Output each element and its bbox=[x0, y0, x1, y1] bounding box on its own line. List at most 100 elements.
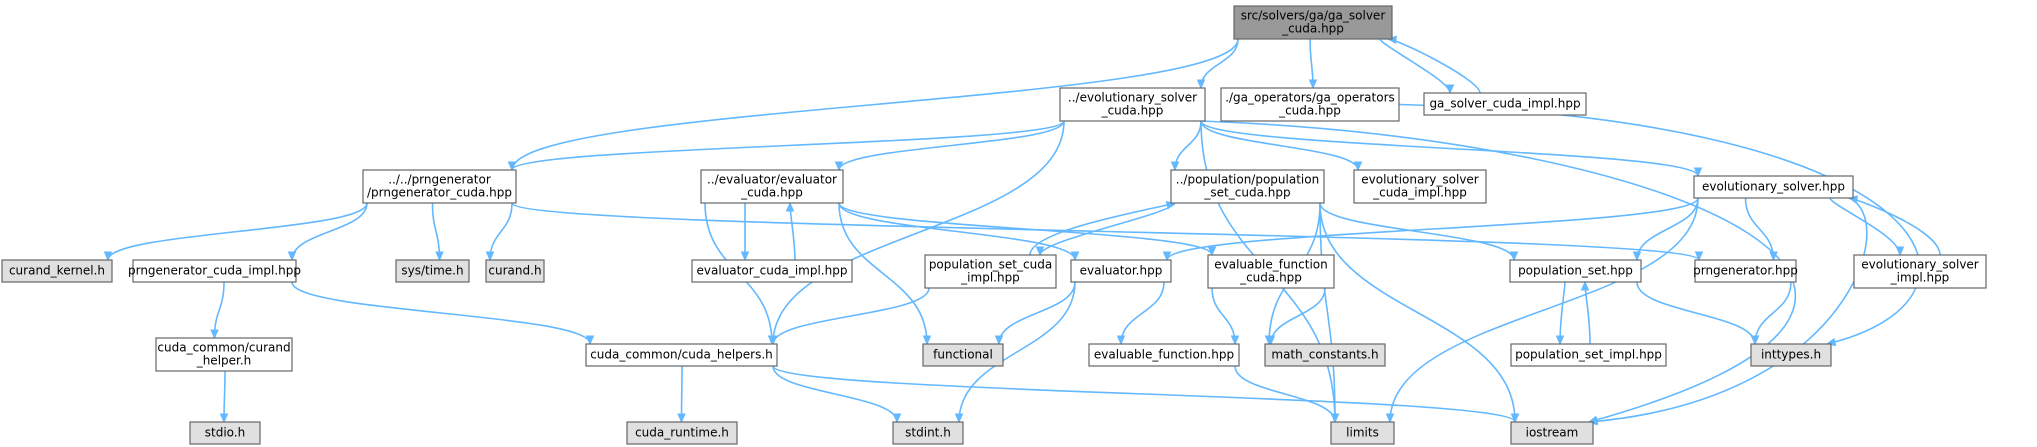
node-evaluator[interactable]: evaluator.hpp bbox=[1070, 259, 1172, 283]
node-label: limits bbox=[1346, 426, 1379, 440]
edge-line bbox=[511, 38, 1239, 171]
node-label: cuda_common/cuda_helpers.h bbox=[590, 348, 773, 362]
arrowhead-icon bbox=[1750, 335, 1760, 346]
edge-evo_cuda-to-cuda_helpers bbox=[768, 120, 1065, 346]
edge-prng_cuda-to-curand_kernel bbox=[103, 202, 368, 262]
node-prng_cuda_impl[interactable]: prngenerator_cuda_impl.hpp bbox=[128, 259, 301, 283]
arrowhead-icon bbox=[435, 251, 444, 262]
arrowhead-icon bbox=[219, 413, 229, 424]
node-curand: curand.h bbox=[485, 259, 545, 283]
edge-line bbox=[1319, 202, 1516, 423]
node-box bbox=[1059, 87, 1206, 122]
edge-prng_cuda-to-prng bbox=[511, 202, 1704, 262]
node-label: _cuda.hpp bbox=[1281, 22, 1344, 36]
node-box bbox=[1088, 343, 1240, 367]
edge-cuda_helpers-to-cuda_runtime bbox=[677, 365, 686, 424]
node-label: prngenerator.hpp bbox=[1693, 264, 1798, 278]
node-popset_impl[interactable]: population_set_impl.hpp bbox=[1510, 343, 1667, 367]
node-box bbox=[1423, 92, 1587, 116]
node-pop_cuda[interactable]: ../population/population_set_cuda.hpp bbox=[1170, 169, 1325, 204]
node-eval_cuda_impl[interactable]: evaluator_cuda_impl.hpp bbox=[691, 259, 853, 283]
edge-line bbox=[1636, 281, 1756, 345]
edge-evo_impl-to-evo bbox=[1847, 195, 1941, 256]
node-label: inttypes.h bbox=[1761, 348, 1821, 362]
node-label: ../evaluator/evaluator bbox=[707, 173, 837, 187]
edge-line bbox=[1398, 103, 1921, 345]
node-evalfn_cuda[interactable]: evaluable_function_cuda.hpp bbox=[1207, 254, 1335, 289]
node-box bbox=[1353, 169, 1487, 204]
edge-line bbox=[958, 281, 1076, 423]
edge-line bbox=[1029, 202, 1176, 256]
edge-line bbox=[291, 202, 368, 261]
edge-line bbox=[1174, 120, 1202, 171]
arrowhead-icon bbox=[1632, 251, 1642, 262]
node-label: ./ga_operators/ga_operators bbox=[1225, 91, 1395, 105]
edge-evalfn_cuda-to-evalfn bbox=[1211, 287, 1240, 346]
edge-prng_cuda-to-systime bbox=[431, 202, 444, 262]
node-layer: src/solvers/ga/ga_solver_cuda.hpp ../evol… bbox=[1, 5, 1987, 445]
node-pop_cuda_impl[interactable]: population_set_cuda_impl.hpp bbox=[924, 254, 1057, 289]
node-evo_impl[interactable]: evolutionary_solver_impl.hpp bbox=[1853, 254, 1987, 289]
node-evo_cuda_impl[interactable]: evolutionary_solver_cuda_impl.hpp bbox=[1353, 169, 1487, 204]
edge-line bbox=[1584, 281, 1591, 345]
edge-line bbox=[1200, 120, 1699, 177]
edge-line bbox=[1039, 202, 1176, 256]
edge-line bbox=[1848, 197, 1941, 256]
edge-eval_cuda-to-evalfn_cuda bbox=[838, 202, 1217, 257]
edge-line bbox=[1166, 197, 1699, 261]
edge-line bbox=[1636, 197, 1699, 261]
edge-line bbox=[772, 287, 930, 345]
arrowhead-icon bbox=[1308, 79, 1318, 90]
node-box bbox=[922, 343, 1004, 367]
node-stdio: stdio.h bbox=[189, 421, 261, 445]
node-prng_cuda[interactable]: ../../prngenerator/prngenerator_cuda.hpp bbox=[362, 169, 517, 204]
edge-line bbox=[1387, 38, 1481, 94]
node-box bbox=[362, 169, 517, 204]
node-curand_kernel: curand_kernel.h bbox=[1, 259, 113, 283]
arrowhead-icon bbox=[1162, 251, 1172, 262]
edge-line bbox=[1744, 197, 1775, 261]
arrowhead-icon bbox=[507, 161, 517, 172]
node-box bbox=[1853, 254, 1987, 289]
node-eval_cuda[interactable]: ../evaluator/evaluator_cuda.hpp bbox=[700, 169, 844, 204]
edge-evo-to-iostream bbox=[1587, 197, 1868, 426]
node-box bbox=[1693, 175, 1854, 199]
edge-ga_impl-to-root bbox=[1386, 35, 1481, 94]
edge-root-to-evo_cuda bbox=[1196, 38, 1239, 90]
node-evalfn[interactable]: evaluable_function.hpp bbox=[1088, 343, 1240, 367]
node-gaops[interactable]: ./ga_operators/ga_operators_cuda.hpp bbox=[1220, 87, 1400, 122]
node-label: cuda_runtime.h bbox=[635, 426, 729, 440]
node-evo_cuda[interactable]: ../evolutionary_solver_cuda.hpp bbox=[1059, 87, 1206, 122]
edge-line bbox=[789, 202, 796, 261]
arrowhead-icon bbox=[1694, 251, 1704, 262]
node-popset[interactable]: population_set.hpp bbox=[1509, 259, 1642, 283]
node-curand_helper[interactable]: cuda_common/curand_helper.h bbox=[155, 337, 293, 372]
node-box bbox=[132, 259, 297, 283]
node-functional: functional bbox=[922, 343, 1004, 367]
node-root: src/solvers/ga/ga_solver_cuda.hpp bbox=[1233, 5, 1393, 40]
node-ga_impl[interactable]: ga_solver_cuda_impl.hpp bbox=[1423, 92, 1587, 116]
arrowhead-icon bbox=[1196, 79, 1206, 90]
edge-line bbox=[107, 202, 368, 261]
node-prng[interactable]: prngenerator.hpp bbox=[1693, 259, 1798, 283]
arrowhead-icon bbox=[1116, 335, 1126, 346]
edge-evo-to-limits bbox=[1385, 197, 1699, 424]
arrowhead-icon bbox=[1693, 167, 1703, 178]
edge-cuda_helpers-to-stdint bbox=[772, 365, 902, 424]
edge-line bbox=[1379, 38, 1451, 94]
arrowhead-icon bbox=[1895, 246, 1905, 257]
node-cuda_helpers[interactable]: cuda_common/cuda_helpers.h bbox=[585, 343, 778, 367]
arrowhead-icon bbox=[740, 251, 750, 262]
edge-curand_helper-to-stdio bbox=[219, 370, 229, 424]
node-label: evaluable_function.hpp bbox=[1094, 348, 1234, 362]
edge-line bbox=[1200, 120, 1359, 171]
node-label: sys/time.h bbox=[401, 264, 463, 278]
edge-line bbox=[838, 202, 1213, 256]
node-label: _cuda.hpp bbox=[1101, 104, 1164, 118]
node-evo[interactable]: evolutionary_solver.hpp bbox=[1693, 175, 1854, 199]
node-box bbox=[1070, 259, 1172, 283]
node-label: evaluator_cuda_impl.hpp bbox=[697, 264, 848, 278]
arrowhead-icon bbox=[1353, 161, 1363, 172]
edge-evo_cuda-to-evo bbox=[1200, 120, 1703, 178]
arrowhead-icon bbox=[768, 335, 778, 346]
